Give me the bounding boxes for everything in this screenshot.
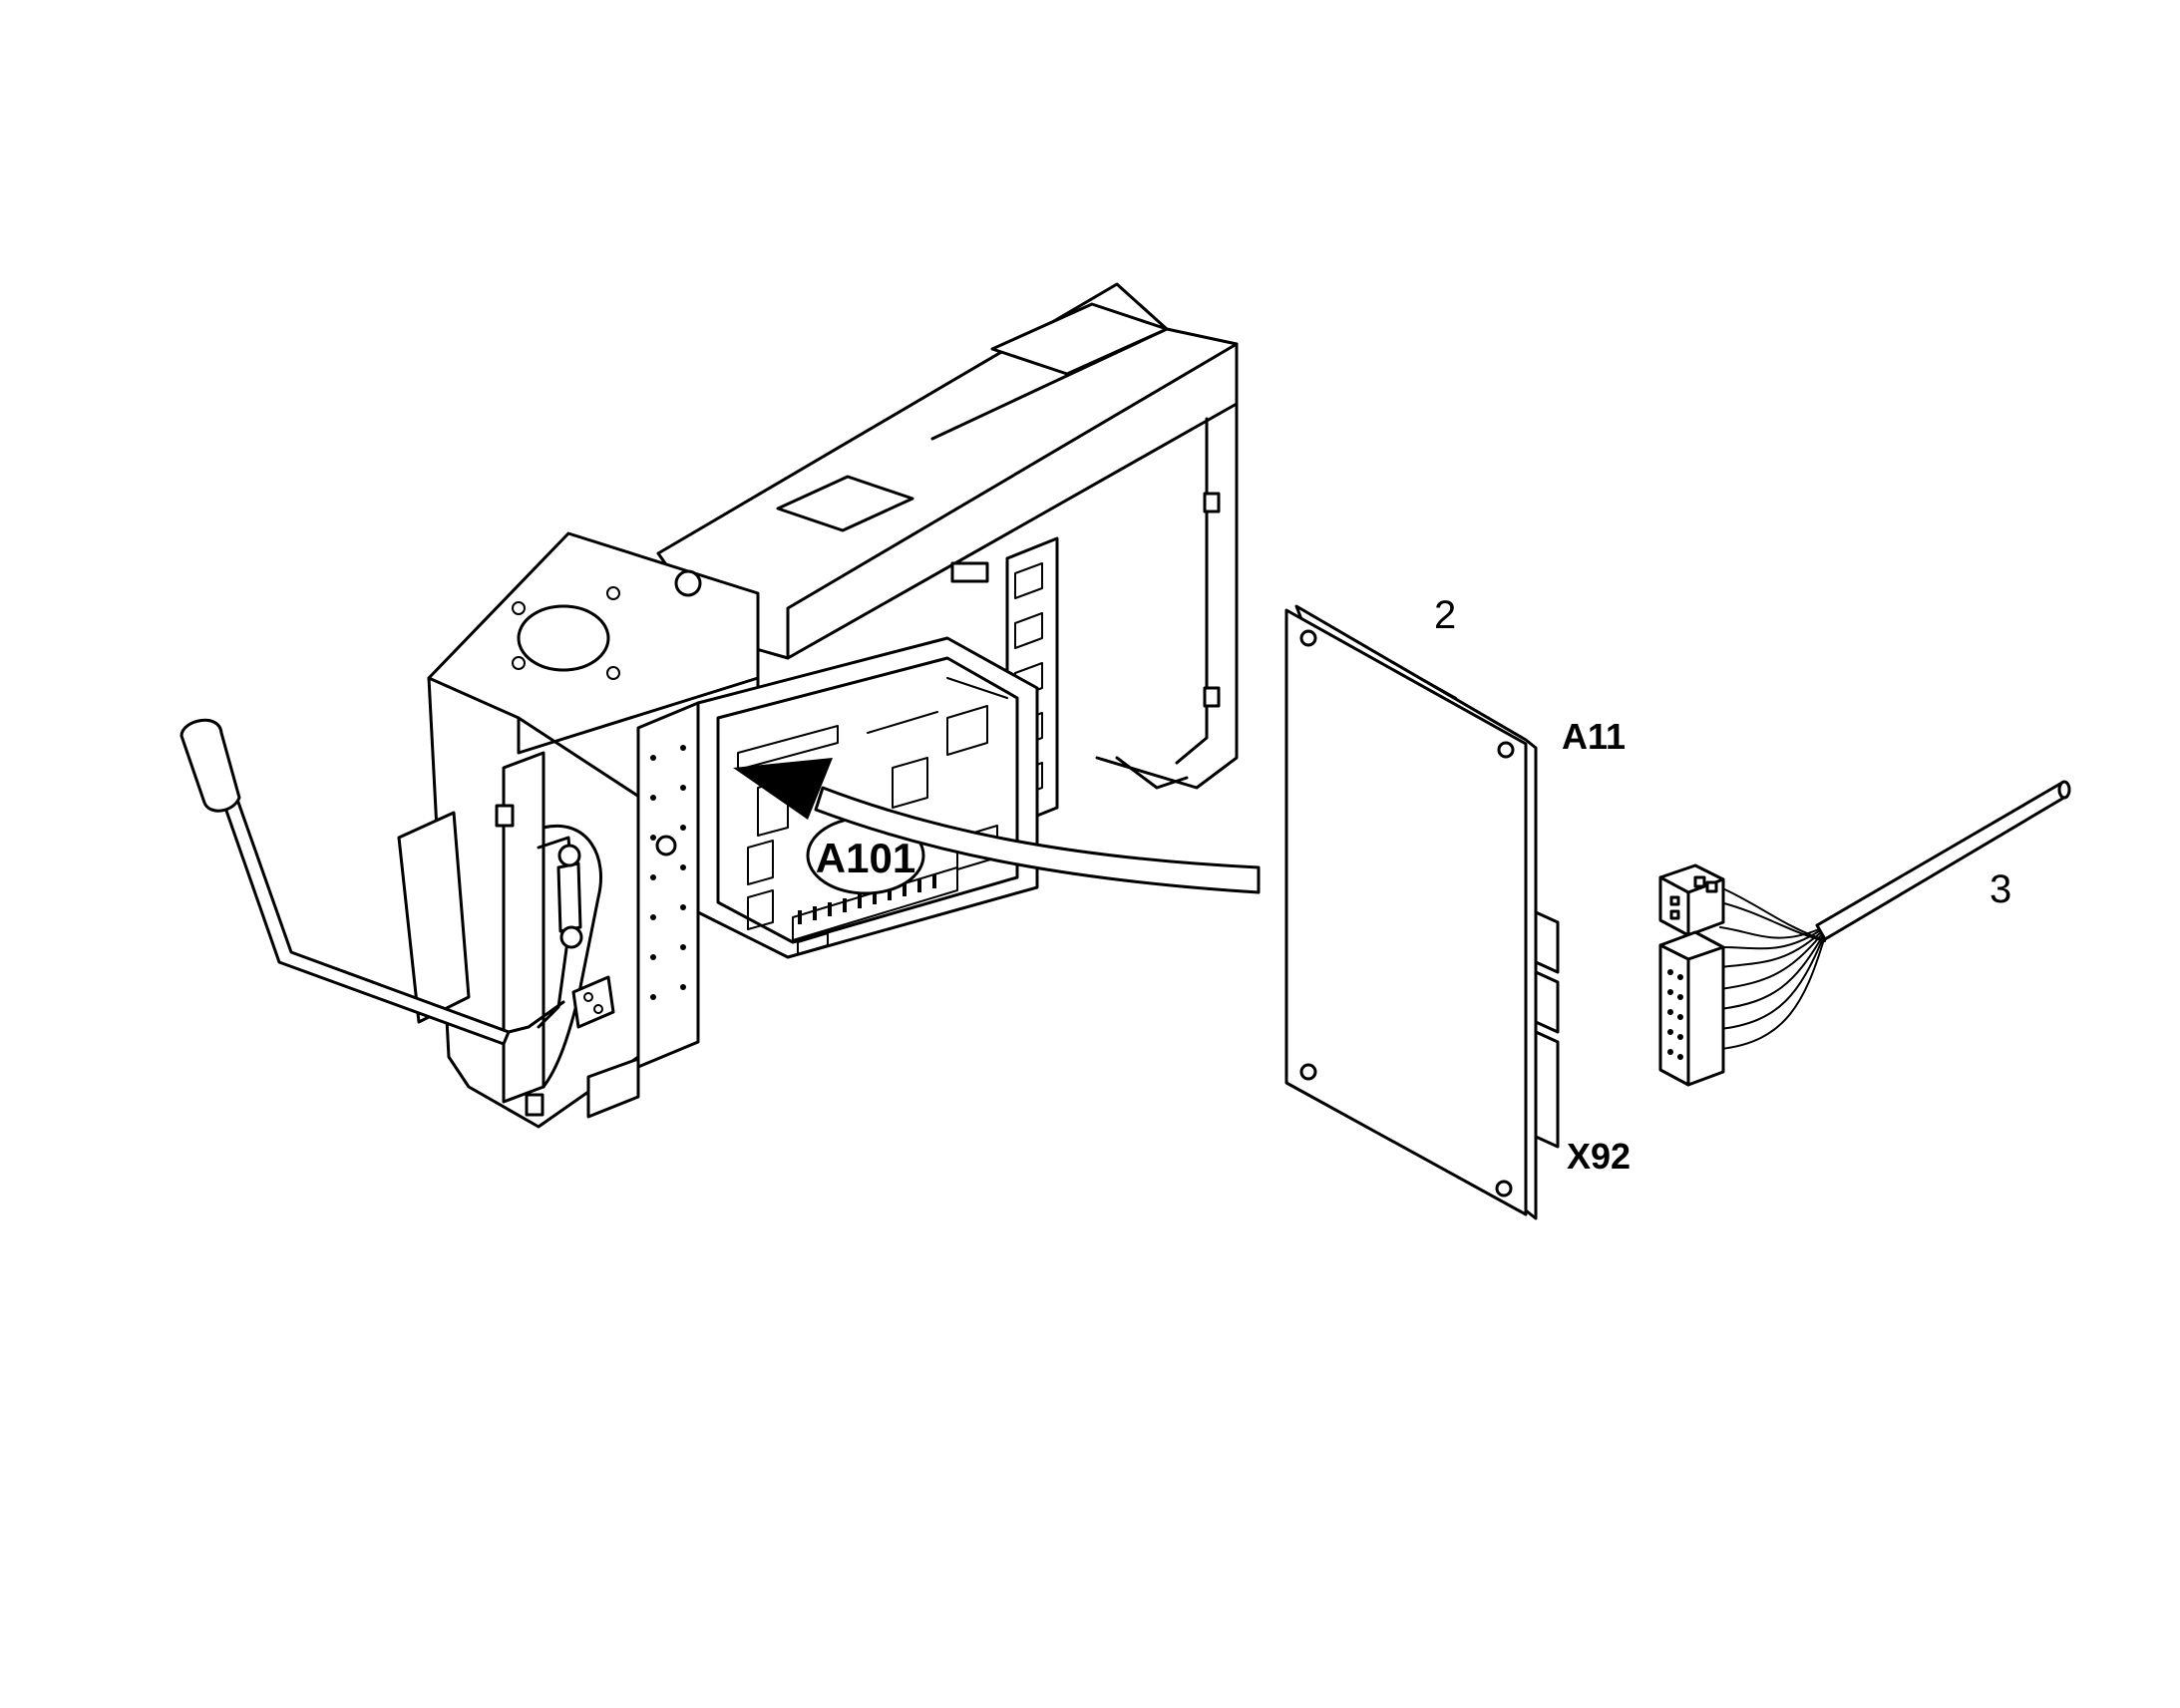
- electronics-box: [696, 636, 1039, 959]
- circuit-board-a11: [1284, 604, 1560, 1220]
- switch-bracket: [571, 975, 615, 1029]
- callout-3: 3: [1990, 867, 2012, 911]
- board-mark-label: A101: [816, 835, 915, 881]
- insertion-arrow-head: [733, 758, 833, 820]
- tower-round-opening: [517, 604, 610, 672]
- board-plate: [1284, 608, 1528, 1216]
- housing-assembly: A101: [180, 282, 1261, 1129]
- board-connector-x92: [1534, 1030, 1560, 1149]
- harness-cable: [1815, 782, 2069, 941]
- lever-knob: [180, 718, 241, 813]
- component-pins: [798, 874, 936, 924]
- board-mount-hole: [1299, 1063, 1317, 1081]
- insertion-arrow-tail: [814, 786, 1261, 894]
- board-mount-hole: [1299, 629, 1317, 647]
- board-mount-hole: [1497, 741, 1515, 759]
- harness-wires: [1719, 886, 1826, 1050]
- board-mount-hole: [1495, 1180, 1513, 1197]
- damper-cylinder: [556, 861, 582, 933]
- lower-plate: [586, 1057, 640, 1119]
- wire-harness: [1658, 780, 2071, 1087]
- display-window: [990, 302, 1169, 376]
- reference-label-a11: A11: [1562, 716, 1627, 757]
- reference-label-x92: X92: [1567, 1136, 1632, 1177]
- left-bracket: [397, 811, 471, 1024]
- perforated-panel: [636, 701, 700, 1069]
- board-connector-middle: [1534, 970, 1560, 1034]
- connector-pin-holes: [1667, 969, 1683, 1060]
- board-connector-upper: [1534, 910, 1560, 974]
- callout-2: 2: [1434, 593, 1457, 637]
- harness-connector-small: [1658, 863, 1725, 937]
- panel-perforations: [650, 745, 686, 1000]
- harness-connector-large: [1658, 930, 1725, 1087]
